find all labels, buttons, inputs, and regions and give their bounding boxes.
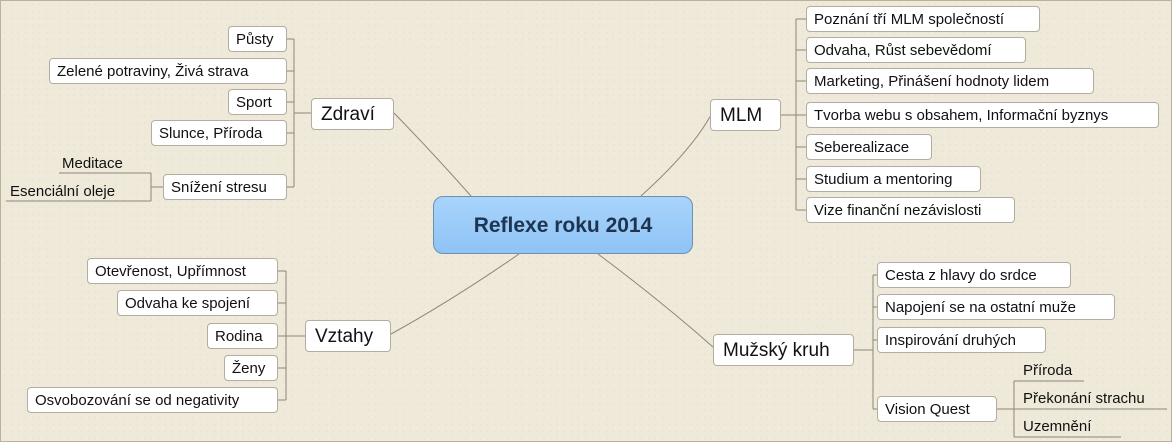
muzsky-item-2-label: Inspirování druhých — [885, 331, 1016, 349]
zdravi-item-pusty-label: Půsty — [236, 30, 274, 48]
vztahy-item-0[interactable]: Otevřenost, Upřímnost — [87, 258, 278, 284]
stres-sub-meditace[interactable]: Meditace — [62, 155, 123, 172]
topic-mlm[interactable]: MLM — [710, 99, 781, 131]
zdravi-item-stres-label: Snížení stresu — [171, 178, 267, 196]
muzsky-item-1[interactable]: Napojení se na ostatní muže — [877, 294, 1115, 320]
mlm-item-6-label: Vize finanční nezávislosti — [814, 201, 982, 219]
topic-zdravi-label: Zdraví — [321, 103, 375, 125]
vztahy-item-1[interactable]: Odvaha ke spojení — [117, 290, 278, 316]
mlm-item-0-label: Poznání tří MLM společností — [814, 10, 1005, 28]
vztahy-item-0-label: Otevřenost, Upřímnost — [95, 262, 246, 280]
muzsky-item-1-label: Napojení se na ostatní muže — [885, 298, 1076, 316]
mlm-item-1[interactable]: Odvaha, Růst sebevědomí — [806, 37, 1026, 63]
mlm-item-1-label: Odvaha, Růst sebevědomí — [814, 41, 992, 59]
vztahy-item-1-label: Odvaha ke spojení — [125, 294, 251, 312]
muzsky-item-0[interactable]: Cesta z hlavy do srdce — [877, 262, 1071, 288]
mlm-item-3-label: Tvorba webu s obsahem, Informační byznys — [814, 106, 1109, 124]
vztahy-item-4-label: Osvobozování se od negativity — [35, 391, 240, 409]
mlm-item-2-label: Marketing, Přinášení hodnoty lidem — [814, 72, 1050, 90]
mlm-item-5-label: Studium a mentoring — [814, 170, 953, 188]
vztahy-item-3[interactable]: Ženy — [224, 355, 278, 381]
muzsky-item-0-label: Cesta z hlavy do srdce — [885, 266, 1037, 284]
topic-muzsky-kruh[interactable]: Mužský kruh — [713, 334, 854, 366]
vision-sub-uzemneni[interactable]: Uzemnění — [1023, 418, 1092, 435]
zdravi-item-slunce[interactable]: Slunce, Příroda — [151, 120, 287, 146]
zdravi-item-slunce-label: Slunce, Příroda — [159, 124, 263, 142]
zdravi-item-sport[interactable]: Sport — [228, 89, 287, 115]
muzsky-item-vision-quest-label: Vision Quest — [885, 400, 970, 418]
topic-vztahy-label: Vztahy — [315, 325, 374, 347]
stres-sub-esencialni-oleje[interactable]: Esenciální oleje — [10, 183, 116, 200]
vztahy-item-3-label: Ženy — [232, 359, 266, 377]
vision-sub-prekonani-strachu[interactable]: Překonání strachu — [1023, 390, 1145, 407]
muzsky-item-2[interactable]: Inspirování druhých — [877, 327, 1046, 353]
zdravi-item-sport-label: Sport — [236, 93, 272, 111]
central-topic-label: Reflexe roku 2014 — [473, 213, 653, 237]
vztahy-item-2[interactable]: Rodina — [207, 323, 278, 349]
zdravi-item-snizeni-stresu[interactable]: Snížení stresu — [163, 174, 287, 200]
topic-vztahy[interactable]: Vztahy — [305, 320, 391, 352]
vztahy-item-4[interactable]: Osvobozování se od negativity — [27, 387, 278, 413]
topic-muzsky-kruh-label: Mužský kruh — [723, 339, 830, 361]
central-topic[interactable]: Reflexe roku 2014 — [433, 196, 693, 254]
mlm-item-4-label: Seberealizace — [814, 138, 910, 156]
muzsky-item-vision-quest[interactable]: Vision Quest — [877, 396, 997, 422]
mlm-item-0[interactable]: Poznání tří MLM společností — [806, 6, 1040, 32]
mlm-item-3[interactable]: Tvorba webu s obsahem, Informační byznys — [806, 102, 1159, 128]
zdravi-item-zelene-label: Zelené potraviny, Živá strava — [57, 62, 249, 80]
mlm-item-4[interactable]: Seberealizace — [806, 134, 932, 160]
topic-zdravi[interactable]: Zdraví — [311, 98, 394, 130]
zdravi-item-pusty[interactable]: Půsty — [228, 26, 287, 52]
mlm-item-5[interactable]: Studium a mentoring — [806, 166, 981, 192]
vztahy-item-2-label: Rodina — [215, 327, 263, 345]
mlm-item-2[interactable]: Marketing, Přinášení hodnoty lidem — [806, 68, 1094, 94]
mlm-item-6[interactable]: Vize finanční nezávislosti — [806, 197, 1015, 223]
vision-sub-priroda[interactable]: Příroda — [1023, 362, 1073, 379]
zdravi-item-zelene-potraviny[interactable]: Zelené potraviny, Živá strava — [49, 58, 287, 84]
topic-mlm-label: MLM — [720, 104, 763, 126]
